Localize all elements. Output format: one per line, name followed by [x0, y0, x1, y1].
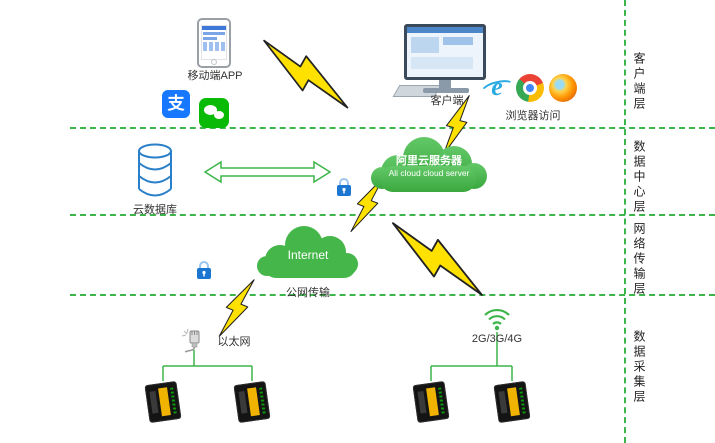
device-icon [412, 380, 451, 424]
chrome-icon [516, 74, 544, 102]
device-icon [493, 380, 532, 424]
smartphone-screen [201, 25, 227, 60]
lock-icon [197, 261, 211, 279]
lightning-icon [379, 215, 496, 303]
internet-node: Internet [252, 224, 364, 286]
monitor-icon [392, 24, 488, 97]
ie-icon: e [483, 74, 511, 102]
sync-arrow-icon [203, 160, 332, 184]
browser-access-label: 浏览器访问 [505, 110, 561, 122]
cloud-icon [371, 137, 487, 192]
smartphone-icon [197, 18, 231, 68]
wifi-icon [484, 308, 510, 331]
internet-label: Internet [287, 248, 329, 262]
wechat-icon [199, 98, 229, 128]
ethernet-plug-icon [181, 328, 200, 353]
ali-cloud-label-en: Ali cloud cloud server [388, 168, 470, 178]
layer-label-transmission: 网络传输层 [632, 222, 646, 297]
mobile-app-label: 移动端APP [187, 70, 243, 82]
lock-icon [337, 178, 351, 196]
ie-glyph: e [491, 72, 503, 101]
layer-separator-vertical [624, 0, 626, 443]
public-network-label: 公网传输 [286, 287, 330, 299]
cloud-icon [257, 226, 358, 278]
device-icon [144, 380, 183, 424]
database-icon [138, 143, 172, 197]
ethernet-bus-lines [162, 350, 253, 381]
layer-separator-1 [70, 127, 715, 129]
alipay-icon: 支 [162, 90, 190, 118]
layer-separator-3 [70, 294, 715, 296]
layer-label-datacenter: 数据中心层 [632, 140, 646, 215]
client-label: 客户端 [430, 95, 464, 107]
lightning-icon [251, 33, 361, 115]
cloud-db-label: 云数据库 [133, 204, 177, 216]
firefox-icon [549, 74, 577, 102]
layer-label-client: 客户端层 [632, 52, 646, 112]
alipay-glyph: 支 [167, 94, 185, 113]
device-icon [233, 380, 272, 424]
layer-separator-2 [70, 214, 715, 216]
ali-cloud-label-cn: 阿里云服务器 [396, 155, 462, 167]
ethernet-label: 以太网 [217, 336, 251, 348]
ali-cloud-node: 阿里云服务器 Ali cloud cloud server [366, 134, 492, 198]
cellular-label: 2G/3G/4G [471, 333, 523, 345]
layer-label-acquisition: 数据采集层 [632, 330, 646, 405]
